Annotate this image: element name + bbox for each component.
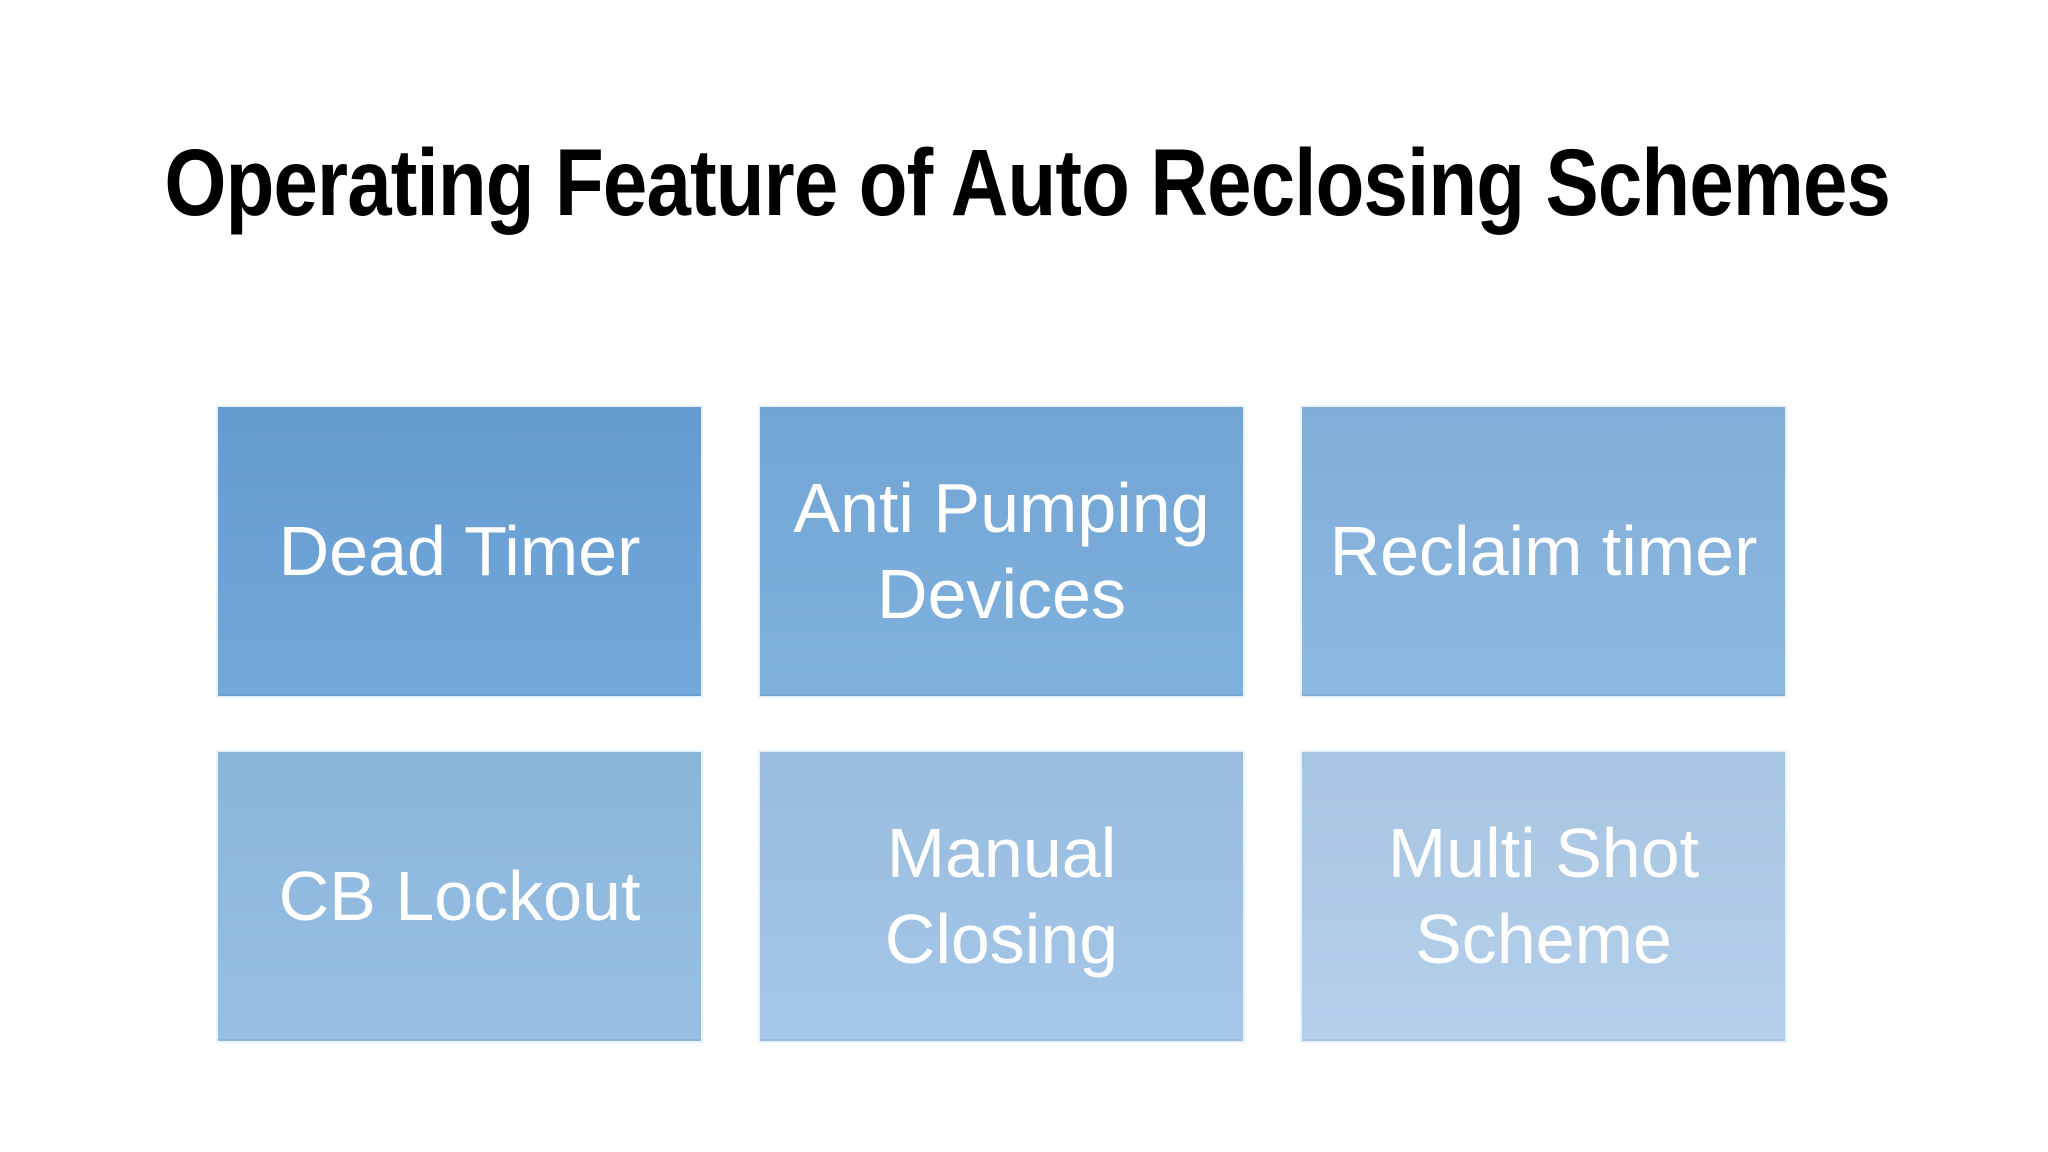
feature-box-label: Multi Shot Scheme [1387,814,1700,978]
feature-box-label: CB Lockout [278,856,641,935]
feature-box-anti-pumping-devices: Anti Pumping Devices [758,405,1245,698]
smartart-feature-grid: Dead Timer Anti Pumping Devices Reclaim … [216,405,1787,1043]
feature-box-reclaim-timer: Reclaim timer [1300,405,1787,698]
feature-box-multi-shot-scheme: Multi Shot Scheme [1300,750,1787,1043]
feature-box-cb-lockout: CB Lockout [216,750,703,1043]
feature-box-label: Anti Pumping Devices [793,469,1210,633]
feature-box-label: Reclaim timer [1329,511,1758,590]
feature-box-label: Dead Timer [278,511,641,590]
slide-title: Operating Feature of Auto Reclosing Sche… [0,136,2048,231]
feature-box-dead-timer: Dead Timer [216,405,703,698]
feature-box-manual-closing: Manual Closing [758,750,1245,1043]
slide-title-text: Operating Feature of Auto Reclosing Sche… [164,130,1891,236]
feature-box-label: Manual Closing [884,814,1119,978]
